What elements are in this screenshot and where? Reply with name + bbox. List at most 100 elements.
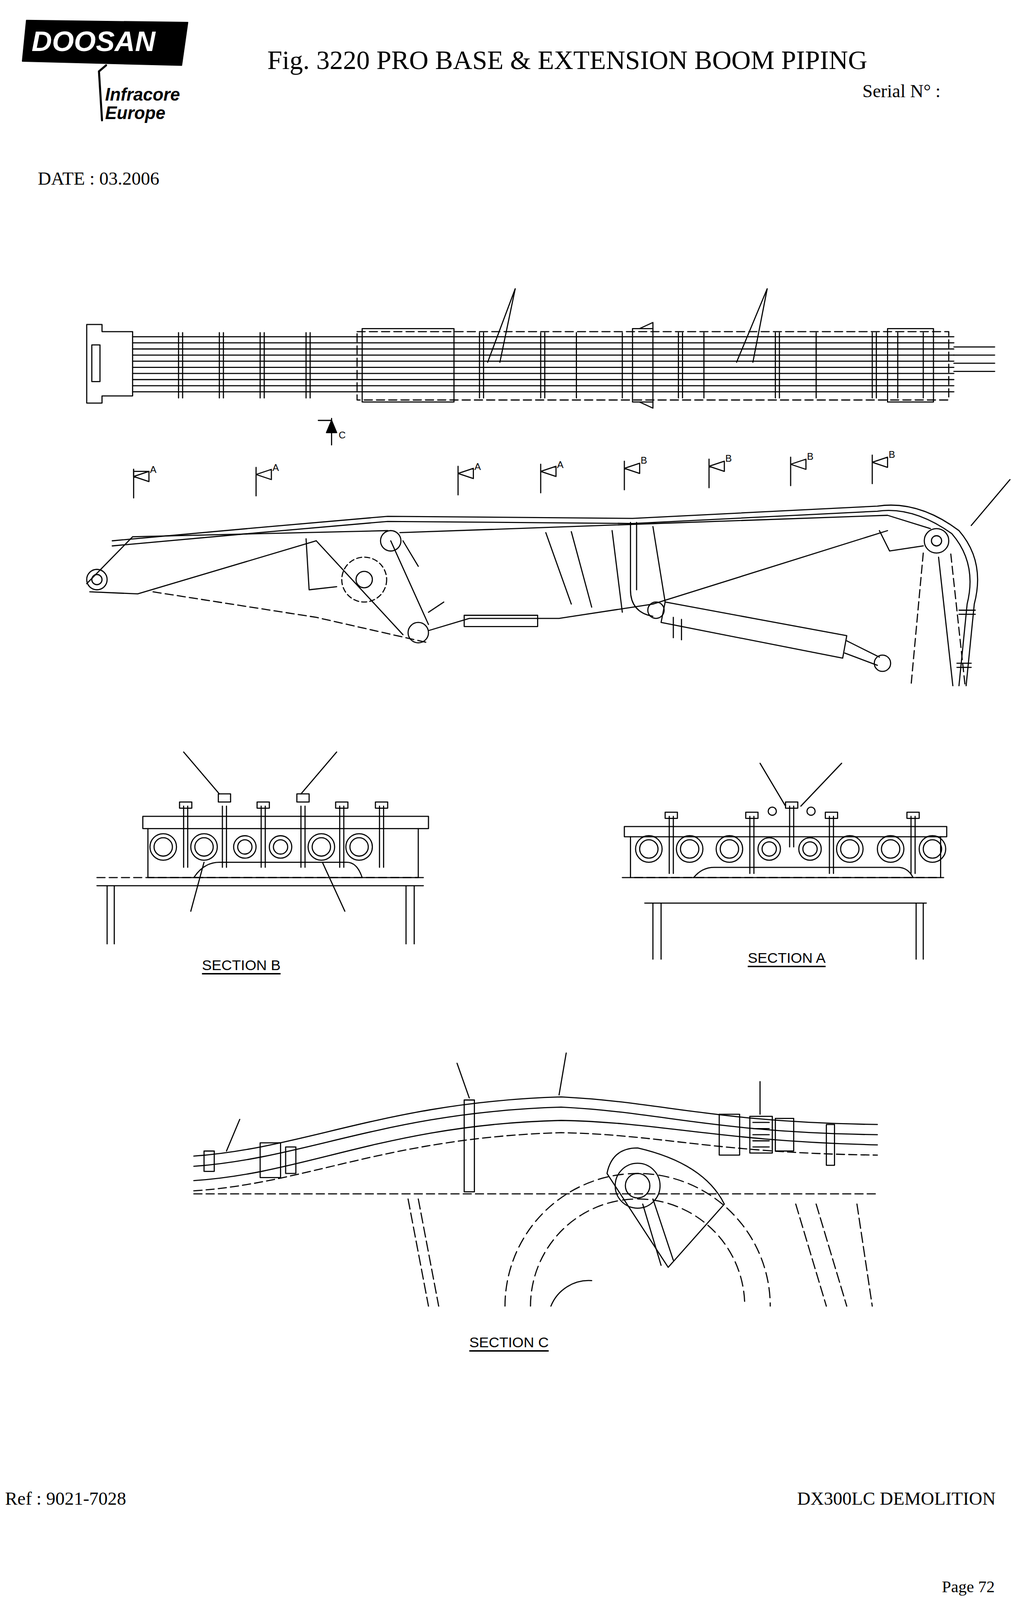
boom-side-view [112,510,971,686]
boom-side-view [630,522,653,617]
section-c-view [719,1114,740,1156]
section-a-view [669,806,916,874]
section-marker [318,419,332,421]
section-a-view [693,867,913,878]
section-letter: B [640,454,647,467]
model-name: DX300LC DEMOLITION [797,1488,996,1510]
serial-number: Serial N° : [862,80,941,103]
section-b-view [154,837,173,857]
section-a-view [622,763,947,959]
section-a-view [635,835,663,863]
boom-side-view [673,617,682,640]
section-b-view [349,837,369,857]
plan-view [953,347,995,372]
section-heading: SECTION A [747,949,826,967]
section-b-view [150,833,177,861]
section-c-view [204,1150,215,1172]
figure-title: Fig. 3220 PRO BASE & EXTENSION BOOM PIPI… [267,44,868,76]
plan-view [178,332,924,398]
plan-view [362,328,454,402]
section-a-view [919,835,946,863]
section-c-view [505,1173,771,1307]
section-b-view [269,835,292,858]
section-a-view [760,763,842,806]
section-c-view [285,1147,297,1174]
section-marker [133,454,888,498]
section-c-view [550,1280,592,1307]
section-a-view [639,839,659,859]
boom-side-view [91,574,103,585]
section-b-view [194,837,214,857]
boom-side-view [112,505,978,686]
section-b-view [193,862,363,878]
section-marker [326,418,337,446]
section-b-view [375,801,388,809]
section-b-view [296,793,310,802]
section-a-view [622,876,944,878]
section-a-view [630,836,941,878]
boom-side-view [971,479,1011,526]
plan-view [132,336,955,392]
section-a-view [906,812,920,819]
boom-piping-drawing [22,20,1011,1307]
section-b-view [346,833,373,861]
section-c-view [752,1122,770,1147]
boom-side-view [910,553,965,686]
section-b-view [273,839,288,855]
plan-view [91,345,101,383]
logo-subtext: Infracore [104,84,180,105]
date-label: DATE : 03.2006 [37,168,160,190]
logo-plate [22,20,188,66]
section-a-view [664,812,678,819]
section-c-view [826,1124,835,1166]
section-b-view [183,751,346,912]
section-a-view [785,801,798,809]
section-c-view [775,1118,794,1151]
boom-side-view [924,528,949,554]
section-a-view [802,841,818,856]
section-c-view [642,1199,674,1266]
section-c-view [530,1199,745,1307]
section-letter: B [725,453,732,465]
section-a-view [923,839,942,859]
section-c-view [607,1148,725,1268]
section-b-view [96,885,424,944]
plan-view [487,288,767,363]
section-a-view [715,835,743,863]
section-b-view [312,837,331,857]
section-a-view [762,841,777,856]
boom-side-view [545,526,666,612]
plan-view [639,322,653,408]
section-a-view [798,837,821,861]
section-a-view [881,839,900,859]
section-b-view [147,828,419,878]
section-b-view [179,801,192,809]
section-a-view [836,835,864,863]
boom-side-view [931,535,942,546]
section-c-view [260,1142,281,1178]
section-letter: C [338,429,346,441]
section-b-view [335,801,349,809]
section-a-view [676,835,704,863]
section-b-view [237,839,252,855]
section-a-view [767,807,777,816]
section-letter: A [474,461,481,473]
section-marker [133,469,149,477]
section-b-view [218,793,231,802]
section-c-view [464,1099,475,1192]
boom-side-view [402,540,444,613]
boom-side-view [380,530,401,552]
section-heading: SECTION C [469,1334,549,1352]
section-letter: A [150,464,157,476]
section-a-view [624,826,947,837]
section-b-view [308,833,335,861]
section-b-view [96,751,429,944]
section-heading: SECTION B [202,957,281,975]
section-a-view [877,835,905,863]
section-marker [133,418,888,499]
section-a-view [745,812,758,819]
section-b-view [183,806,384,868]
boom-side-view [957,610,976,668]
boom-side-view [879,530,953,686]
